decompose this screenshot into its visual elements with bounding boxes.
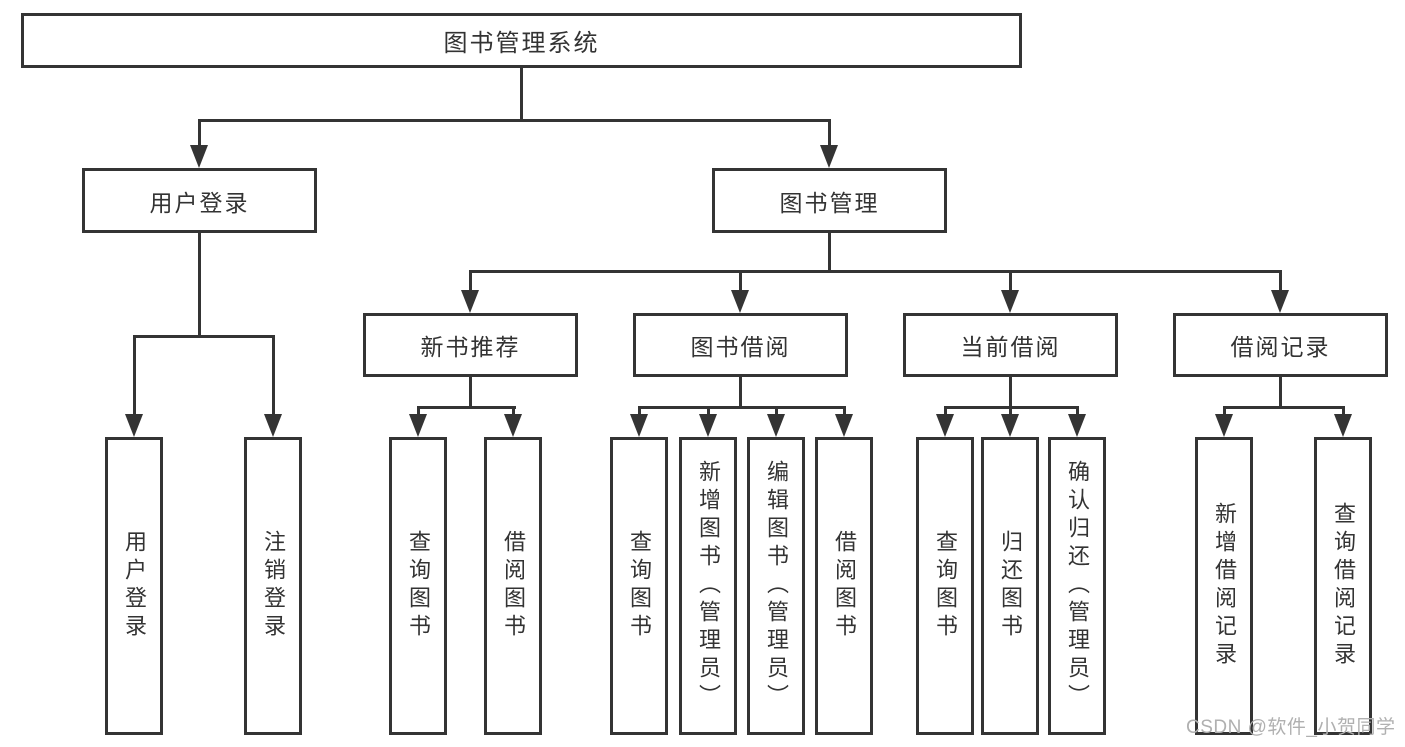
connector-level3-drop xyxy=(469,270,472,292)
csdn-watermark: CSDN @软件_小贺同学 xyxy=(1186,717,1396,738)
leaf-node-query-borrow-record: 查询借阅记录 xyxy=(1314,437,1372,735)
leaf-node-borrow-books-borrowing: 借阅图书 xyxy=(815,437,873,735)
connector-level3-drop xyxy=(1009,270,1012,292)
connector-current-stem xyxy=(1009,377,1012,409)
connector-level3-drop xyxy=(739,270,742,292)
node-library-management-system: 图书管理系统 xyxy=(21,13,1022,68)
node-label: 当前借阅 xyxy=(960,334,1061,360)
connector-leaf-drop xyxy=(843,406,846,418)
node-label: 新增图书（管理员） xyxy=(696,460,721,712)
leaf-node-confirm-return-admin: 确认归还（管理员） xyxy=(1048,437,1106,735)
arrow-head xyxy=(767,414,785,437)
connector-leaf-drop xyxy=(775,406,778,418)
leaf-node-borrow-books-recommend: 借阅图书 xyxy=(484,437,542,735)
leaf-node-edit-books-admin: 编辑图书（管理员） xyxy=(747,437,805,735)
connector-book-management-stem xyxy=(828,233,831,273)
arrow-head xyxy=(504,414,522,437)
leaf-node-add-borrow-record: 新增借阅记录 xyxy=(1195,437,1253,735)
node-current-borrowing: 当前借阅 xyxy=(903,313,1118,377)
connector-user-login-stem xyxy=(198,233,201,338)
connector-leaf-drop xyxy=(133,335,136,417)
node-label: 确认归还（管理员） xyxy=(1065,460,1090,712)
leaf-node-logout: 注销登录 xyxy=(244,437,302,735)
connector-root-stem xyxy=(520,68,523,121)
connector-book-management-drop xyxy=(828,119,831,149)
connector-leaf-drop xyxy=(512,406,515,418)
node-label: 查询借阅记录 xyxy=(1331,502,1356,670)
connector-leaf-drop xyxy=(1009,406,1012,418)
node-borrowing-records: 借阅记录 xyxy=(1173,313,1388,377)
arrow-head xyxy=(264,414,282,437)
node-label: 查询图书 xyxy=(933,530,958,642)
connector-leaf-drop xyxy=(272,335,275,417)
arrow-head xyxy=(1001,414,1019,437)
node-label: 归还图书 xyxy=(998,530,1023,642)
connector-recommend-stem xyxy=(469,377,472,409)
leaf-node-return-books: 归还图书 xyxy=(981,437,1039,735)
arrow-head xyxy=(630,414,648,437)
leaf-node-add-books-admin: 新增图书（管理员） xyxy=(679,437,737,735)
connector-leaf-drop xyxy=(1076,406,1079,418)
leaf-node-user-login: 用户登录 xyxy=(105,437,163,735)
arrow-head xyxy=(699,414,717,437)
leaf-node-query-books-borrowing: 查询图书 xyxy=(610,437,668,735)
node-new-book-recommend: 新书推荐 xyxy=(363,313,578,377)
connector-leaf-drop xyxy=(638,406,641,418)
arrow-head xyxy=(1068,414,1086,437)
node-label: 新书推荐 xyxy=(420,334,521,360)
node-label: 查询图书 xyxy=(406,530,431,642)
connector-leaf-drop xyxy=(417,406,420,418)
node-label: 借阅图书 xyxy=(501,530,526,642)
arrow-head xyxy=(1215,414,1233,437)
node-book-management: 图书管理 xyxy=(712,168,947,233)
arrow-head xyxy=(125,414,143,437)
connector-records-rail xyxy=(1223,406,1345,409)
leaf-node-query-books-recommend: 查询图书 xyxy=(389,437,447,735)
node-label: 用户登录 xyxy=(122,530,147,642)
node-label: 借阅图书 xyxy=(832,530,857,642)
connector-level3-drop xyxy=(1279,270,1282,292)
connector-recommend-rail xyxy=(417,406,516,409)
connector-borrowing-rail xyxy=(638,406,846,409)
arrow-head xyxy=(936,414,954,437)
node-label: 注销登录 xyxy=(261,530,286,642)
leaf-node-query-books-current: 查询图书 xyxy=(916,437,974,735)
node-book-borrowing: 图书借阅 xyxy=(633,313,848,377)
connector-book-management-rail xyxy=(469,270,1282,273)
node-label: 编辑图书（管理员） xyxy=(764,460,789,712)
arrow-head xyxy=(1271,290,1289,313)
connector-leaf-drop xyxy=(1223,406,1226,418)
arrow-head xyxy=(731,290,749,313)
node-label: 查询图书 xyxy=(627,530,652,642)
arrow-head xyxy=(1334,414,1352,437)
connector-leaf-drop xyxy=(944,406,947,418)
arrow-head xyxy=(461,290,479,313)
node-label: 借阅记录 xyxy=(1230,334,1331,360)
connector-root-rail xyxy=(198,119,831,122)
node-label: 图书借阅 xyxy=(690,334,791,360)
arrow-head xyxy=(1001,290,1019,313)
arrow-head xyxy=(190,145,208,168)
node-label: 图书管理系统 xyxy=(443,30,600,57)
arrow-head xyxy=(409,414,427,437)
connector-leaf-drop xyxy=(1342,406,1345,418)
connector-user-login-rail xyxy=(133,335,275,338)
node-label: 用户登录 xyxy=(149,189,250,216)
arrow-head xyxy=(835,414,853,437)
arrow-head xyxy=(820,145,838,168)
node-label: 图书管理 xyxy=(779,189,880,216)
node-user-login: 用户登录 xyxy=(82,168,317,233)
connector-borrowing-stem xyxy=(739,377,742,409)
connector-records-stem xyxy=(1279,377,1282,409)
connector-user-login-drop xyxy=(198,119,201,149)
node-label: 新增借阅记录 xyxy=(1212,502,1237,670)
connector-leaf-drop xyxy=(707,406,710,418)
